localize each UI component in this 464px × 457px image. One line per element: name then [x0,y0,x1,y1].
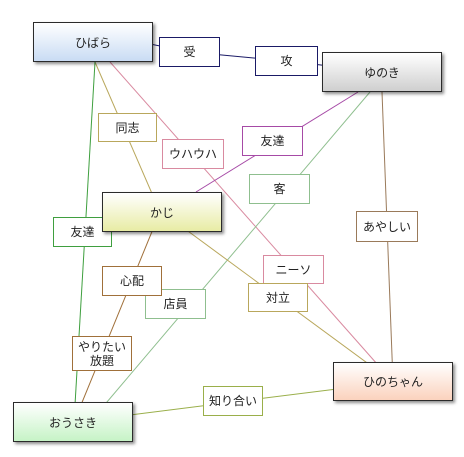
node-hibara[interactable]: ひばら [33,22,153,62]
label-shiriai[interactable]: 知り合い [203,386,263,416]
label-ayashii[interactable]: あやしい [356,211,418,242]
node-hinochan[interactable]: ひのちゃん [333,362,453,401]
label-kyaku[interactable]: 客 [249,174,310,204]
label-doushi[interactable]: 同志 [98,113,157,142]
label-yaritai-houdai[interactable]: やりたい放題 [72,336,132,371]
node-yunoki[interactable]: ゆのき [322,52,442,92]
edge-line-hibara-hinochan [109,61,394,383]
edge-line-yunoki-ousaki [89,91,371,423]
node-ousaki[interactable]: おうさき [13,402,133,442]
label-uke[interactable]: 受 [159,37,220,67]
label-shinpai[interactable]: 心配 [102,266,162,296]
label-niiso[interactable]: ニーソ [263,255,324,284]
label-tomodachi-hibara-ousaki[interactable]: 友達 [53,217,112,247]
edge-line-kaji-ousaki [73,211,161,423]
label-tomodachi-yunoki-kaji[interactable]: 友達 [242,126,303,156]
label-tairitsu[interactable]: 対立 [248,283,308,312]
label-seme[interactable]: 攻 [255,46,318,76]
label-uhauha[interactable]: ウハウハ [162,139,224,169]
node-kaji[interactable]: かじ [102,192,222,232]
